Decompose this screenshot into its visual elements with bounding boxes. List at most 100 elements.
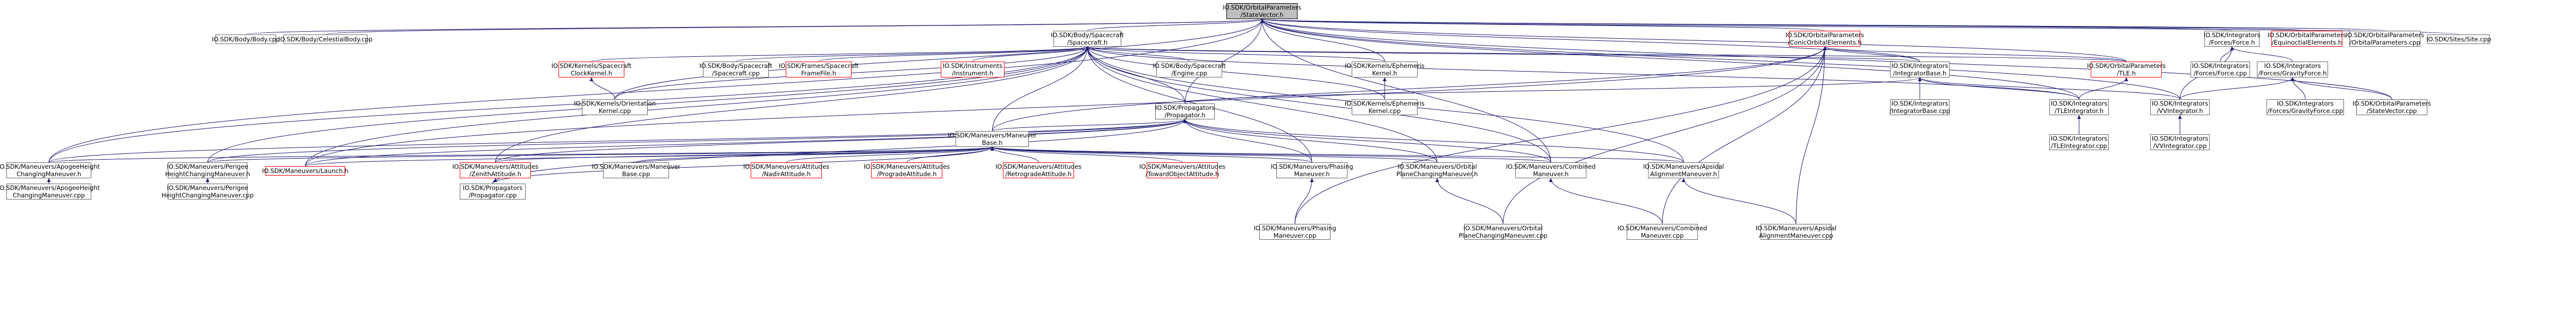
graph-edge (207, 146, 994, 163)
graph-node[interactable]: IO.SDK/Maneuvers/Attitudes/TowardObjectA… (1139, 162, 1225, 178)
graph-node[interactable]: IO.SDK/Integrators/IntegratorBase.h (1890, 62, 1950, 77)
graph-node-label: /Spacecraft.cpp (712, 70, 760, 77)
graph-node-label: IO.SDK/Maneuvers/Maneuver (948, 132, 1037, 139)
graph-edge (1260, 19, 1385, 62)
graph-node[interactable]: IO.SDK/Integrators/VVIntegrator.cpp (2150, 134, 2210, 150)
graph-node-label: IO.SDK/Integrators (2050, 100, 2108, 107)
graph-node[interactable]: IO.SDK/Body/Spacecraft/Engine.cpp (1153, 62, 1226, 77)
graph-edge (2179, 77, 2295, 100)
graph-edge (1085, 46, 1385, 62)
graph-edge (1823, 46, 2127, 62)
graph-node-label: /RetrogradeAttitude.h (1005, 170, 1072, 178)
graph-node-label: /Forces/Force.cpp (2193, 70, 2247, 77)
graph-node-label: IO.SDK/Body/Spacecraft (1051, 31, 1124, 39)
graph-node[interactable]: IO.SDK/Sites/Site.cpp (2426, 34, 2491, 44)
graph-node-label: IO.SDK/Propagators (1155, 104, 1215, 111)
graph-edge (1087, 19, 1264, 31)
graph-node-label: Maneuver.h (1294, 170, 1330, 178)
graph-node[interactable]: IO.SDK/Maneuvers/Launch.h (262, 166, 348, 176)
graph-node-label: ChangingManeuver.cpp (13, 192, 85, 199)
graph-node[interactable]: IO.SDK/Integrators/TLEIntegrator.cpp (2049, 134, 2109, 150)
graph-edge (591, 46, 1089, 62)
graph-node[interactable]: IO.SDK/Maneuvers/Attitudes/ProgradeAttit… (864, 162, 950, 178)
graph-edge (48, 46, 1089, 163)
graph-node[interactable]: IO.SDK/OrbitalParameters/OrbitalParamete… (2346, 31, 2424, 47)
graph-node[interactable]: IO.SDK/Body/Spacecraft/Spacecraft.h (1051, 31, 1124, 47)
graph-node[interactable]: IO.SDK/Integrators/Forces/Force.cpp (2191, 62, 2250, 77)
graph-node[interactable]: IO.SDK/OrbitalParameters/EquinoctialElem… (2268, 31, 2346, 47)
graph-node-label: /Engine.cpp (1171, 70, 1207, 77)
graph-node[interactable]: IO.SDK/Maneuvers/Attitudes/ZenithAttitud… (452, 162, 538, 178)
graph-node[interactable]: IO.SDK/OrbitalParameters/TLE.h (2087, 62, 2166, 77)
graph-node-label: IO.SDK/Kernels/Ephemeris (1344, 100, 1425, 107)
graph-node-label: /TLEIntegrator.cpp (2051, 142, 2107, 150)
graph-edge (495, 119, 1187, 163)
graph-edge (1662, 46, 1827, 224)
graph-node-label: PlaneChangingManeuver.cpp (1458, 232, 1548, 239)
graph-node[interactable]: IO.SDK/Integrators/IntegratorBase.cpp (1890, 99, 1950, 115)
graph-node-label: Maneuver.cpp (1273, 232, 1317, 239)
graph-node-label: PlaneChangingManeuver.h (1396, 170, 1478, 178)
graph-node[interactable]: IO.SDK/Body/CelestialBody.cpp (278, 34, 373, 44)
graph-node[interactable]: IO.SDK/Integrators/Forces/GravityForce.c… (2266, 99, 2344, 115)
graph-node-label: FrameFile.h (801, 70, 837, 77)
graph-node[interactable]: IO.SDK/Body/Body.cpp (212, 34, 280, 44)
graph-edge (1184, 77, 1922, 104)
graph-node-label: IO.SDK/Integrators (1891, 100, 1948, 107)
graph-node[interactable]: IO.SDK/Instruments/Instrument.h (941, 62, 1004, 77)
graph-node[interactable]: IO.SDK/Integrators/Forces/Force.h (2204, 31, 2260, 47)
graph-edge (1085, 46, 1438, 163)
graph-edge (492, 178, 497, 184)
graph-node[interactable]: IO.SDK/Propagators/Propagator.h (1155, 103, 1215, 119)
graph-node-label: /ZenithAttitude.h (469, 170, 522, 178)
graph-edge (1260, 19, 1920, 62)
graph-node-label: IO.SDK/Maneuvers/Orbital (1463, 224, 1543, 232)
graph-edge (48, 146, 994, 163)
graph-node[interactable]: IO.SDK/Integrators/TLEIntegrator.h (2049, 99, 2109, 115)
graph-node[interactable]: IO.SDK/Propagators/Propagator.cpp (460, 184, 526, 200)
graph-node[interactable]: IO.SDK/Body/Spacecraft/Spacecraft.cpp (699, 62, 772, 77)
graph-root-node[interactable]: IO.SDK/OrbitalParameters/StateVector.h (1223, 3, 1301, 19)
graph-edge (1183, 119, 1684, 163)
graph-node[interactable]: IO.SDK/Integrators/Forces/GravityForce.h (2257, 62, 2328, 77)
graph-node-label: Maneuver.h (1533, 170, 1569, 178)
graph-node-label: /Instrument.h (951, 70, 994, 77)
graph-node[interactable]: IO.SDK/Integrators/VVIntegrator.h (2150, 99, 2210, 115)
graph-node[interactable]: IO.SDK/Maneuvers/Attitudes/NadirAttitude… (743, 162, 829, 178)
graph-node-label: /Forces/GravityForce.cpp (2267, 107, 2343, 115)
graph-edge (1260, 19, 2392, 100)
graph-edge (1085, 46, 2080, 100)
graph-node[interactable]: IO.SDK/OrbitalParameters/ConicOrbitalEle… (1785, 31, 1864, 47)
graph-node-label: IO.SDK/Maneuvers/Apsidal (1643, 163, 1724, 170)
graph-node-label: IO.SDK/Integrators (2264, 62, 2321, 70)
graph-node-label: IO.SDK/Maneuvers/Launch.h (262, 167, 349, 175)
graph-node-label: /VVIntegrator.h (2157, 107, 2203, 115)
graph-node[interactable]: IO.SDK/Maneuvers/Attitudes/RetrogradeAtt… (995, 162, 1081, 178)
graph-node-label: /Propagator.h (1164, 111, 1206, 119)
graph-edge (1918, 77, 2080, 100)
graph-node-label: /IntegratorBase.cpp (1889, 107, 1951, 115)
graph-edge (305, 46, 1827, 167)
graph-node[interactable]: IO.SDK/OrbitalParameters/StateVector.cpp (2352, 99, 2431, 115)
graph-edge (1085, 46, 1190, 62)
graph-edge (1260, 19, 2080, 100)
